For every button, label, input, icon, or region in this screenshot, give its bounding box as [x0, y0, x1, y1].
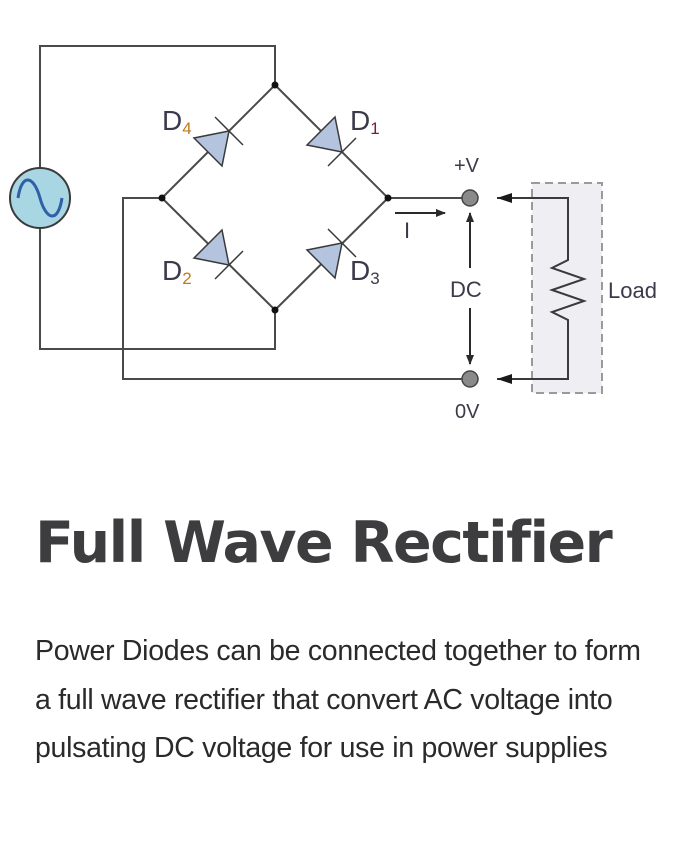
label-d3: D3 [350, 255, 380, 288]
bridge-rectifier-diagram: D4 D1 D2 D3 I +V DC 0V Load [9, 45, 657, 423]
load-resistor-icon [497, 197, 588, 380]
label-d2: D2 [162, 255, 192, 288]
diode-d4 [192, 116, 244, 168]
positive-terminal [461, 189, 479, 207]
ac-source-icon [9, 167, 71, 229]
ac-loop-wires [39, 45, 276, 350]
page-title: Full Wave Rectifier [35, 510, 613, 576]
diode-d1 [305, 115, 357, 167]
label-d1: D1 [350, 105, 380, 138]
junction-dots [158, 81, 392, 314]
diode-d2 [192, 228, 244, 280]
label-current: I [404, 218, 410, 243]
return-wire [122, 197, 462, 380]
label-dc: DC [450, 277, 482, 302]
load-arrow-top [497, 193, 512, 203]
diode-d3 [305, 228, 357, 280]
label-positive-v: +V [454, 155, 480, 177]
zero-volt-terminal [461, 370, 479, 388]
label-zero-v: 0V [455, 401, 480, 423]
description-paragraph: Power Diodes can be connected together t… [35, 635, 641, 764]
label-d4: D4 [162, 105, 192, 138]
load-arrow-bottom [497, 374, 512, 384]
label-load: Load [608, 278, 657, 303]
